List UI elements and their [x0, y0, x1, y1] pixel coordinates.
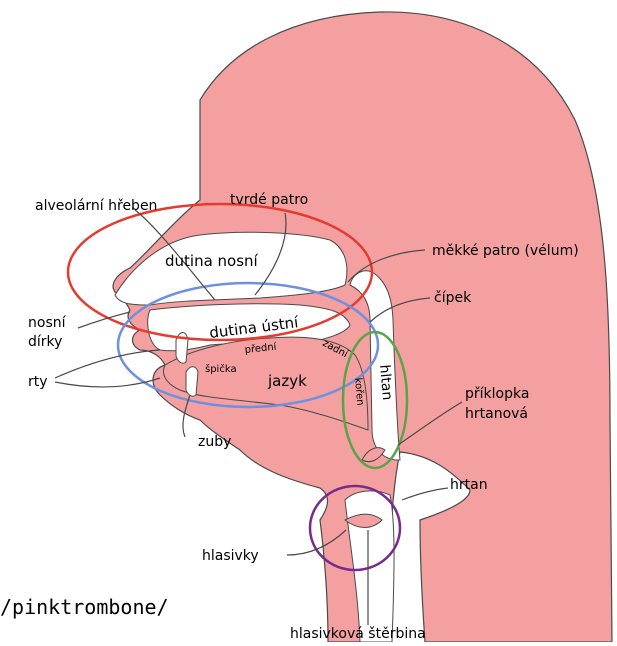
label-hard-palate: tvrdé patro — [230, 192, 308, 208]
label-soft-palate: měkké patro (vélum) — [432, 243, 579, 259]
leader-lips-2 — [55, 378, 160, 387]
url-caption: /pinktrombone/ — [0, 595, 169, 619]
label-lips: rty — [28, 374, 48, 390]
label-teeth: zuby — [198, 434, 231, 450]
label-nasal-cavity: dutina nosní — [165, 252, 259, 270]
leader-larynx — [402, 488, 448, 500]
leader-nostrils — [78, 312, 130, 328]
label-root: kořen — [352, 377, 366, 406]
leader-lips — [55, 350, 160, 378]
lower-tooth — [186, 367, 198, 396]
label-larynx: hrtan — [450, 477, 488, 493]
label-alveolar: alveolární hřeben — [35, 198, 157, 214]
label-tip: špička — [205, 363, 237, 375]
label-epiglottis-1: příklopka — [465, 386, 529, 402]
label-glottis: hlasivková štěrbina — [290, 626, 426, 642]
label-epiglottis-2: hrtanová — [465, 406, 528, 422]
label-uvula: čípek — [434, 290, 472, 306]
label-nostrils-2: dírky — [28, 334, 62, 350]
label-tongue: jazyk — [267, 372, 307, 390]
label-nostrils-1: nosní — [28, 315, 67, 331]
label-pharynx: hltan — [376, 364, 395, 401]
label-vocal-folds: hlasivky — [202, 548, 259, 564]
